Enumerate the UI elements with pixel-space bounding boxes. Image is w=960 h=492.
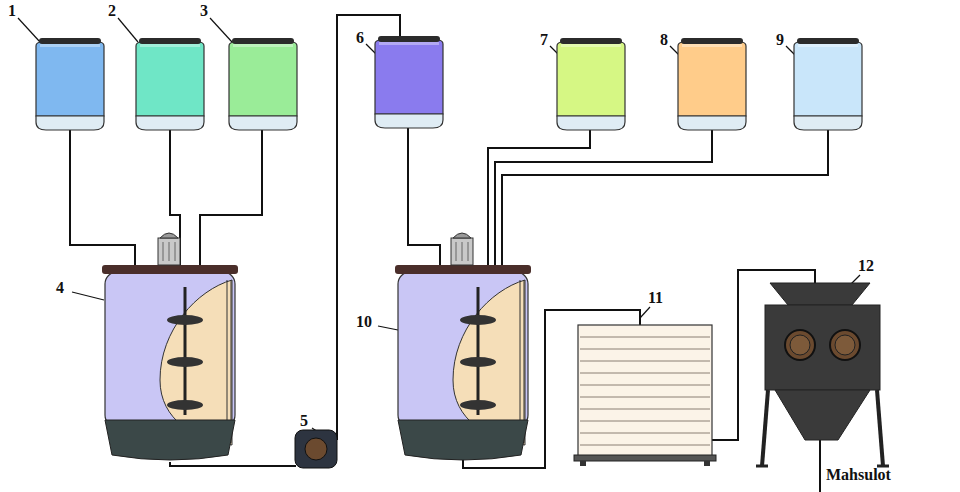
tank — [36, 38, 104, 130]
reactor — [102, 233, 238, 460]
pipes — [70, 15, 828, 492]
callout-number: 3 — [200, 3, 208, 19]
tank — [375, 36, 443, 128]
reactor — [395, 233, 531, 460]
callout-number: 12 — [858, 258, 874, 274]
callout-number: 9 — [776, 32, 784, 48]
output-label: Mahsulot — [826, 467, 891, 483]
dryer — [574, 325, 716, 466]
callout-number: 2 — [108, 3, 116, 19]
callout-number: 4 — [56, 280, 64, 296]
callout-number: 6 — [356, 30, 364, 46]
mill — [756, 283, 889, 466]
pump — [295, 430, 337, 468]
callout-number: 7 — [540, 32, 548, 48]
tank — [557, 38, 625, 130]
callout-number: 5 — [300, 413, 308, 429]
callout-number: 11 — [648, 290, 663, 306]
callout-number: 8 — [660, 32, 668, 48]
callout-number: 10 — [356, 314, 372, 330]
tank — [229, 38, 297, 130]
tank — [794, 38, 862, 130]
tank — [678, 38, 746, 130]
callout-number: 1 — [8, 3, 16, 19]
tank — [136, 38, 204, 130]
